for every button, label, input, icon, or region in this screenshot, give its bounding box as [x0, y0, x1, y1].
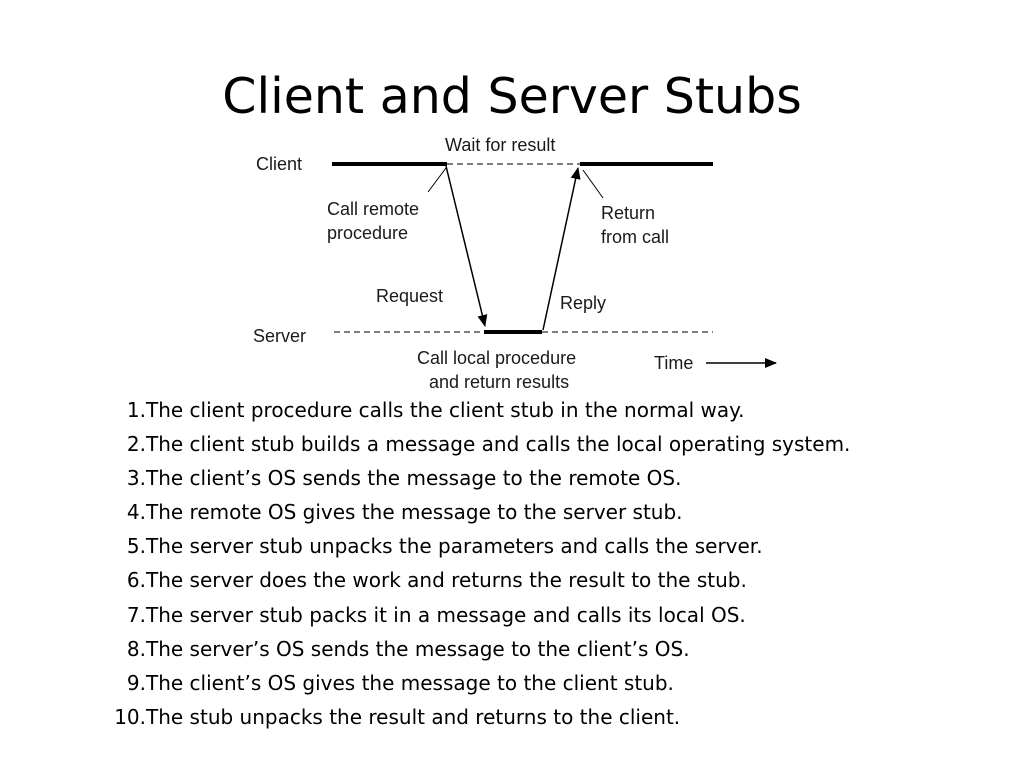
time-label: Time: [654, 353, 693, 373]
reply-arrow: [542, 167, 581, 331]
request-arrow: [445, 165, 488, 327]
step-item: 7.The server stub packs it in a message …: [100, 598, 1000, 632]
step-item: 8.The server’s OS sends the message to t…: [100, 632, 1000, 666]
step-item: 5.The server stub unpacks the parameters…: [100, 529, 1000, 563]
step-number: 10.: [114, 704, 146, 729]
step-number: 2.: [126, 432, 146, 457]
step-number: 1.: [126, 398, 146, 422]
call-remote-label-line2: procedure: [327, 223, 408, 243]
step-number: 6.: [126, 568, 146, 593]
step-number: 7.: [126, 602, 146, 627]
step-text: The stub unpacks the result and returns …: [146, 704, 681, 729]
request-label: Request: [376, 286, 443, 306]
step-text: The remote OS gives the message to the s…: [146, 500, 683, 525]
return-leader-line: [582, 169, 604, 199]
return-label-line1: Return: [601, 203, 655, 223]
step-item: 10.The stub unpacks the result and retur…: [100, 700, 1000, 734]
step-text: The client stub builds a message and cal…: [146, 432, 851, 457]
step-text: The client’s OS sends the message to the…: [146, 466, 682, 491]
step-number: 4.: [126, 500, 146, 525]
step-item: 1.The client procedure calls the client …: [100, 393, 1000, 427]
call-local-label-line1: Call local procedure: [417, 348, 576, 368]
step-text: The server stub unpacks the parameters a…: [146, 534, 763, 559]
slide-title: Client and Server Stubs: [222, 68, 802, 125]
step-item: 6.The server does the work and returns t…: [100, 563, 1000, 597]
step-number: 9.: [126, 670, 146, 695]
rpc-steps-list: 1.The client procedure calls the client …: [100, 393, 1000, 734]
wait-for-result-label: Wait for result: [445, 135, 555, 155]
step-item: 2.The client stub builds a message and c…: [100, 427, 1000, 461]
step-text: The client’s OS gives the message to the…: [146, 670, 674, 695]
step-item: 4.The remote OS gives the message to the…: [100, 495, 1000, 529]
call-local-label-line2: and return results: [429, 372, 569, 392]
client-label: Client: [256, 154, 302, 174]
step-item: 3.The client’s OS sends the message to t…: [100, 461, 1000, 495]
step-number: 8.: [126, 636, 146, 661]
call-remote-label-line1: Call remote: [327, 199, 419, 219]
call-remote-leader-line: [427, 167, 447, 193]
step-item: 9.The client’s OS gives the message to t…: [100, 666, 1000, 700]
step-number: 3.: [126, 466, 146, 491]
step-text: The server does the work and returns the…: [146, 568, 747, 593]
server-label: Server: [253, 326, 306, 346]
return-label-line2: from call: [601, 227, 669, 247]
step-text: The server’s OS sends the message to the…: [146, 636, 690, 661]
rpc-timeline-diagram: Client Server Wait for result Call remot…: [253, 135, 777, 392]
step-text: The client procedure calls the client st…: [146, 398, 745, 422]
reply-label: Reply: [560, 293, 606, 313]
step-text: The server stub packs it in a message an…: [146, 602, 746, 627]
step-number: 5.: [126, 534, 146, 559]
